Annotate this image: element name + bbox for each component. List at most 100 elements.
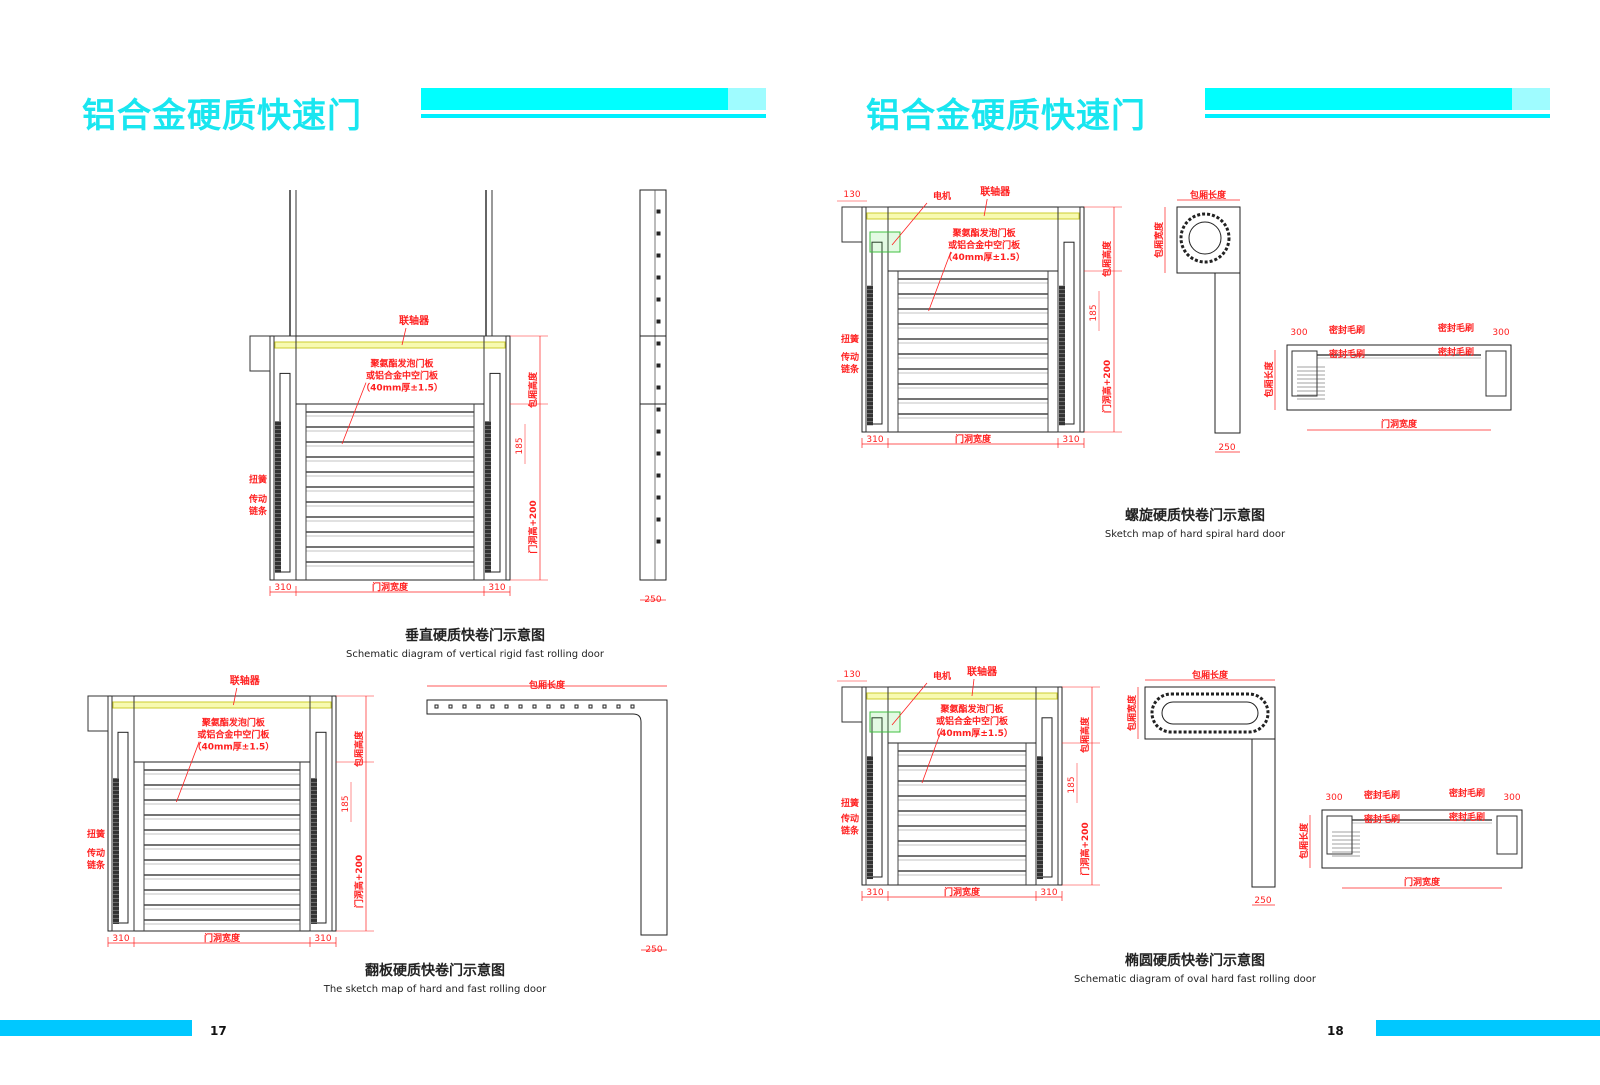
panel-label: 聚氨酯发泡门板 <box>952 227 1017 239</box>
plan-left-guide <box>1291 350 1318 397</box>
side-view-bolt <box>656 363 661 368</box>
coupling-shaft <box>866 692 1058 700</box>
guide-inner <box>1041 717 1053 878</box>
dimension-label: 310 <box>314 934 331 944</box>
coupling-shaft <box>274 341 506 349</box>
coupling-label: 联轴器 <box>967 665 998 678</box>
leader-line <box>891 682 928 726</box>
side-view-bolt <box>656 275 661 280</box>
coupling-label: 联轴器 <box>399 314 430 327</box>
motor-label: 电机 <box>933 670 951 682</box>
width-dimension: 门洞宽度 <box>1404 876 1441 888</box>
page-title: 铝合金硬质快速门 <box>82 96 362 136</box>
caption-flip-door: 翻板硬质快卷门示意图 The sketch map of hard and fa… <box>300 960 570 995</box>
header-bar-light <box>728 88 766 110</box>
caption-zh: 椭圆硬质快卷门示意图 <box>1125 953 1265 969</box>
track-bolt <box>588 704 593 709</box>
panel-label: 聚氨酯发泡门板 <box>369 358 434 370</box>
box-width-dimension: 包厢宽度 <box>1153 221 1165 259</box>
oval-track <box>1150 692 1270 734</box>
caption-en: The sketch map of hard and fast rolling … <box>323 984 547 995</box>
track-bolt <box>546 704 551 709</box>
leader-line <box>401 327 407 346</box>
track-bolt <box>602 704 607 709</box>
coupling-label: 联轴器 <box>230 674 261 687</box>
torsion-spring <box>113 778 119 924</box>
side-view-bolt <box>656 451 661 456</box>
guide-rail <box>111 695 135 932</box>
motor <box>869 711 901 733</box>
side-view-bolt <box>656 517 661 522</box>
height-dimension: 门洞高+200 <box>353 855 365 908</box>
box-length-dimension: 包厢长度 <box>528 679 566 691</box>
caption-zh: 翻板硬质快卷门示意图 <box>365 963 505 979</box>
panel-label: 或铝合金中空门板 <box>936 715 1009 727</box>
footer-bar <box>0 1020 192 1036</box>
page-number: 18 <box>1327 1024 1344 1038</box>
guide-rail <box>483 335 507 581</box>
panel-label: （40mm厚±1.5） <box>943 252 1025 263</box>
plan-right-guide <box>1496 815 1518 855</box>
box-width-dimension: 包厢宽度 <box>1126 694 1138 732</box>
panel-label: （40mm厚±1.5） <box>931 728 1013 739</box>
side-view-bolt <box>656 539 661 544</box>
panel-label: 或铝合金中空门板 <box>366 370 439 382</box>
page-number: 17 <box>210 1024 227 1038</box>
track-bolt <box>504 704 509 709</box>
coupling-shaft <box>866 212 1080 220</box>
dimension-label: 300 <box>1503 793 1520 803</box>
guide-inner <box>315 731 327 924</box>
side-view-bolt <box>656 341 661 346</box>
brush-label: 密封毛刷 <box>1448 787 1485 799</box>
side-bracket <box>87 695 109 732</box>
leader-line <box>233 687 238 706</box>
side-bracket <box>841 686 863 723</box>
side-view-bolt <box>656 253 661 258</box>
footer-bar <box>1376 1020 1600 1036</box>
track-bolt <box>490 704 495 709</box>
side-view-bolt <box>656 473 661 478</box>
chain-label: 链条 <box>841 825 860 837</box>
head-dimension: 包厢高度 <box>527 371 539 409</box>
torsion-spring-label: 扭簧 <box>87 828 105 840</box>
door-frame <box>107 695 337 932</box>
track-bolt <box>532 704 537 709</box>
guide-inner <box>489 372 501 573</box>
leader-line <box>891 202 928 246</box>
torsion-spring-label: 扭簧 <box>841 797 859 809</box>
head-dimension: 包厢高度 <box>1079 716 1091 754</box>
panel-label: （40mm厚±1.5） <box>193 742 275 753</box>
leader-line <box>176 741 200 803</box>
motor <box>869 231 901 253</box>
guide-rail <box>865 686 889 886</box>
header-bar-light <box>1512 88 1550 110</box>
torsion-spring-label: 扭簧 <box>841 333 859 345</box>
dimension-label: 310 <box>866 888 883 898</box>
coupling-shaft <box>112 701 332 709</box>
dimension-label: 300 <box>1325 793 1342 803</box>
width-dimension: 门洞宽度 <box>955 433 992 445</box>
track-bolt <box>616 704 621 709</box>
panel-label: （40mm厚±1.5） <box>361 383 443 394</box>
head-dimension: 包厢高度 <box>1101 240 1113 278</box>
flip-track-outline <box>426 699 668 936</box>
oval-box <box>1144 686 1276 740</box>
track-bolt <box>476 704 481 709</box>
caption-en: Sketch map of hard spiral hard door <box>1104 529 1286 540</box>
brush-label: 密封毛刷 <box>1448 811 1485 823</box>
side-view-bolt <box>656 319 661 324</box>
guide-rail <box>1057 206 1081 433</box>
brush-label: 密封毛刷 <box>1363 789 1400 801</box>
brush-label: 密封毛刷 <box>1363 813 1400 825</box>
brush-label: 密封毛刷 <box>1437 346 1474 358</box>
panel-label: 聚氨酯发泡门板 <box>939 703 1004 715</box>
spiral-track <box>1179 212 1231 264</box>
track-bolt <box>448 704 453 709</box>
chain-label: 传动 <box>840 351 859 363</box>
guide-inner <box>279 372 291 573</box>
spiral-track-inner <box>1188 221 1222 255</box>
leader-line <box>921 728 943 784</box>
chain-label: 链条 <box>87 859 106 871</box>
side-bracket <box>249 335 271 372</box>
panel-label: 或铝合金中空门板 <box>948 239 1021 251</box>
